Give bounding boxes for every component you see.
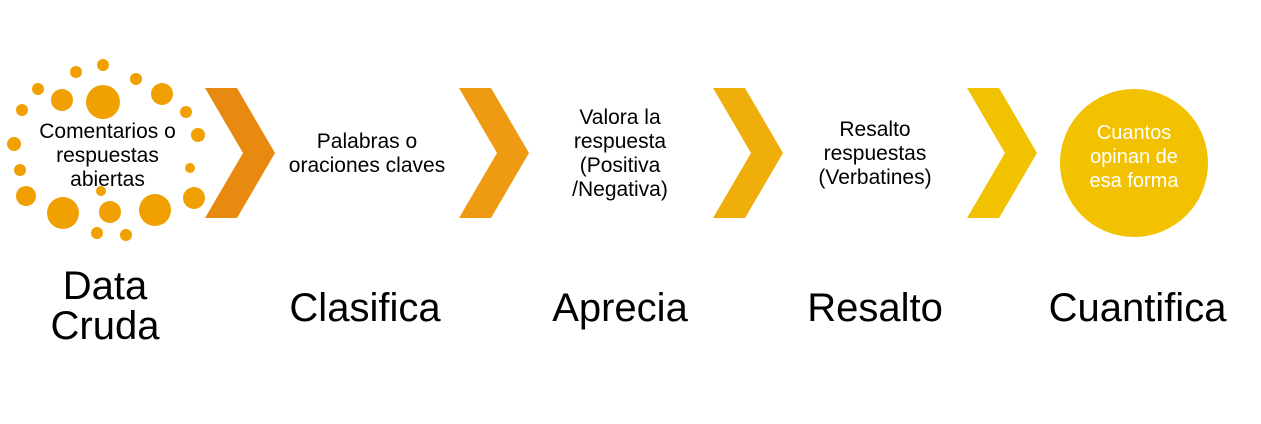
dot	[151, 83, 173, 105]
chevron-shape	[713, 88, 783, 218]
step-4-description: Resalto respuestas (Verbatines)	[818, 118, 932, 189]
chevron-shape	[967, 88, 1037, 218]
dot	[86, 85, 120, 119]
dot	[16, 104, 28, 116]
final-step-circle	[1060, 89, 1208, 237]
dot	[99, 201, 121, 223]
dot	[120, 229, 132, 241]
dot	[185, 163, 195, 173]
dot	[70, 66, 82, 78]
dot	[7, 137, 21, 151]
dot	[14, 164, 26, 176]
dot	[96, 186, 106, 196]
step-2-description: Palabras o oraciones claves	[288, 130, 446, 177]
dot	[47, 197, 79, 229]
dot	[16, 186, 36, 206]
dots-group	[7, 59, 205, 241]
dot	[191, 128, 205, 142]
chevron-shape	[459, 88, 529, 218]
chevron-arrow-2	[459, 88, 529, 218]
step-5-title: Cuantifica	[1048, 286, 1227, 330]
step-3-title: Aprecia	[552, 286, 688, 330]
step-3-description: Valora la respuesta (Positiva /Negativa)	[572, 106, 668, 201]
dot	[97, 59, 109, 71]
dot	[183, 187, 205, 209]
step-4-title: Resalto	[807, 286, 943, 330]
step-2-title: Clasifica	[289, 286, 441, 330]
dot	[51, 89, 73, 111]
dot	[130, 73, 142, 85]
step-1-title: Data Cruda	[50, 264, 160, 348]
chevron-arrow-4	[967, 88, 1037, 218]
dot	[180, 106, 192, 118]
dot	[32, 83, 44, 95]
chevron-shape	[205, 88, 275, 218]
step-5-description: Cuantos opinan de esa forma	[1089, 122, 1179, 192]
dot	[139, 194, 171, 226]
chevron-arrow-1	[205, 88, 275, 218]
step-1-description: Comentarios o respuestas abiertas	[39, 120, 176, 191]
dot	[91, 227, 103, 239]
chevron-arrow-3	[713, 88, 783, 218]
